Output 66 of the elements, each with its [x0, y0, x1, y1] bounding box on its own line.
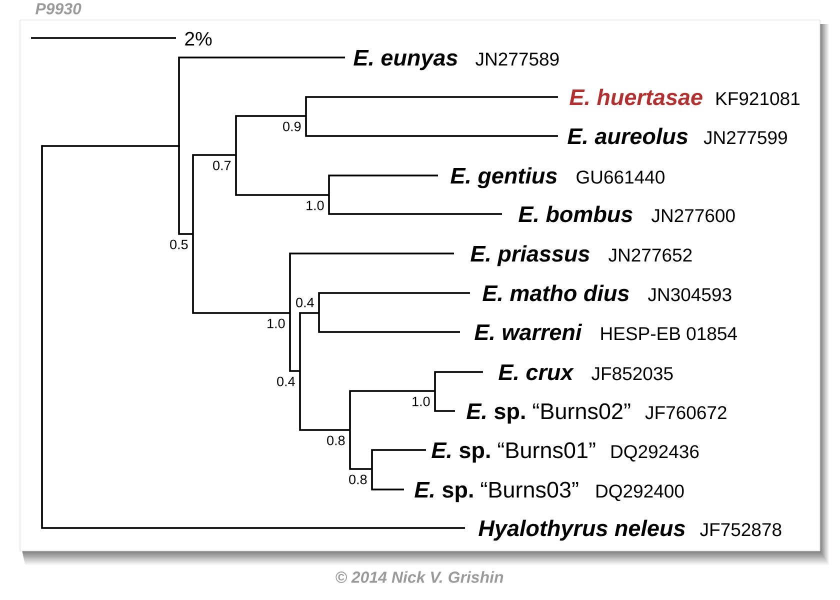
tree-branch: [318, 292, 470, 313]
tree-branch: [42, 145, 179, 147]
tree-branch: [289, 252, 454, 313]
tree-branch: [235, 155, 329, 196]
support-value: 0.8: [327, 436, 345, 446]
specimen-name: “Burns02”: [533, 403, 630, 420]
support-value: 0.4: [296, 298, 314, 308]
species-name: Hyalothyrus neleus: [478, 520, 685, 541]
accession-number: HESP-EB 01854: [601, 327, 737, 340]
tree-branch: [349, 430, 372, 470]
tree-branch: [41, 146, 465, 529]
copyright-caption: © 2014 Nick V. Grishin: [336, 571, 504, 583]
species-name: E. bombus: [518, 206, 632, 222]
support-value: 1.0: [268, 318, 285, 328]
species-name: E. crux: [498, 364, 574, 380]
tree-branch: [349, 390, 435, 430]
tree-branch: [371, 449, 426, 469]
tree-branch: [318, 313, 460, 333]
tree-branch: [178, 56, 345, 146]
species-name: E. sp.: [466, 404, 525, 424]
accession-number: JN304593: [648, 288, 732, 302]
support-value: 0.7: [213, 160, 231, 170]
tree-branch: [328, 174, 438, 195]
accession-number: JF760672: [645, 406, 726, 420]
support-value: 0.9: [283, 122, 301, 132]
accession-number: JN277589: [476, 52, 559, 66]
support-value: 1.0: [306, 200, 324, 210]
support-value: 0.8: [349, 474, 367, 484]
species-name: E. sp.: [414, 482, 473, 502]
tree-branch: [305, 116, 558, 137]
species-name: E. priassus: [470, 245, 590, 266]
support-value: 0.4: [277, 376, 295, 386]
tree-branch: [434, 391, 455, 412]
tree-branch: [192, 234, 290, 314]
accession-number: JF852035: [592, 367, 673, 380]
specimen-name: “Burns01”: [498, 442, 596, 458]
accession-number: DQ292436: [612, 445, 699, 462]
species-name: E. warreni: [474, 324, 582, 340]
specimen-name: “Burns03”: [481, 482, 578, 498]
support-value: 0.5: [170, 240, 188, 250]
accession-number: JN277599: [704, 131, 787, 144]
tree-branch: [305, 96, 558, 116]
tree-branch: [289, 313, 300, 372]
species-name: E. gentius: [450, 167, 557, 188]
tree-branch: [434, 371, 483, 391]
tree-branch: [178, 146, 193, 235]
tree-branch: [235, 115, 306, 155]
tree-branch: [192, 154, 236, 234]
tree-branch: [299, 371, 350, 431]
tree-branch: [371, 469, 404, 490]
accession-number: JN277600: [652, 209, 735, 222]
figure-id: P9930: [35, 3, 82, 14]
species-name: E. matho dius: [482, 284, 629, 302]
species-name: E. aureolus: [568, 128, 688, 144]
accession-number: DQ292400: [596, 484, 684, 501]
tree-branch: [299, 312, 319, 371]
support-value: 1.0: [412, 396, 430, 406]
accession-number: GU661440: [576, 170, 664, 184]
accession-number: JF752878: [700, 523, 782, 536]
scale-label: 2%: [185, 32, 212, 46]
accession-number: JN277652: [608, 248, 692, 262]
species-name: E. sp.: [432, 442, 490, 463]
species-name: E. huertasae: [570, 88, 702, 106]
accession-number: KF921081: [716, 92, 800, 106]
tree-branch: [328, 195, 502, 215]
species-name: E. eunyas: [354, 50, 458, 70]
